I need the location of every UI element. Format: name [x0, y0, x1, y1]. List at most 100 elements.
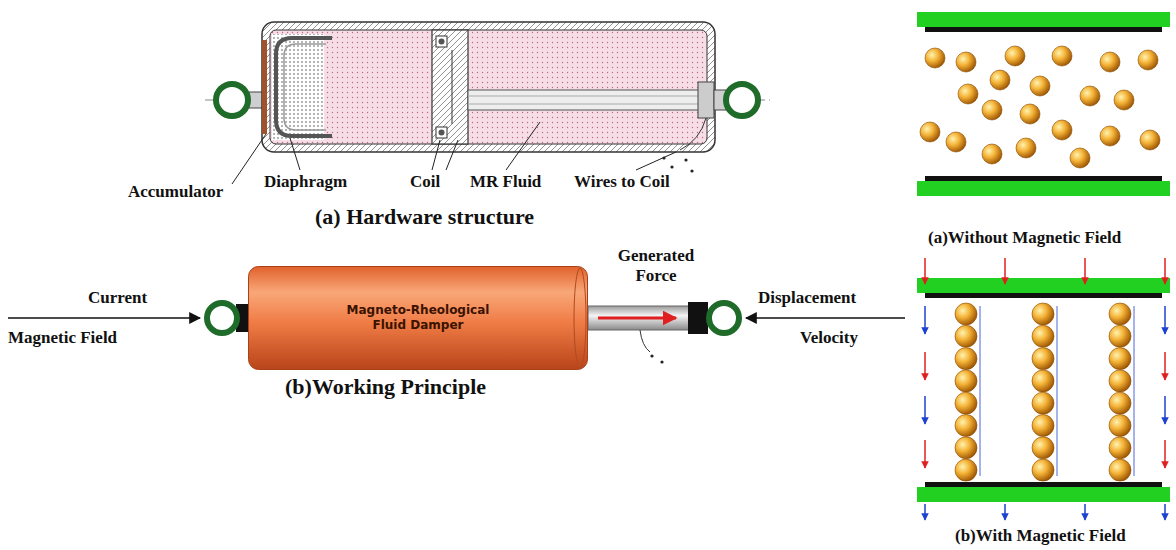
damper-icon [688, 302, 708, 334]
damper-cross-section [726, 84, 758, 116]
damper-cross-section [262, 22, 715, 152]
iron-particle [1109, 415, 1131, 437]
field-arrow [1084, 258, 1086, 284]
field-arrow [924, 306, 926, 334]
damper-cross-section [276, 38, 332, 136]
iron-particle [1032, 303, 1054, 325]
part-label: Generated Force [606, 246, 706, 285]
part-label: Current [88, 288, 147, 308]
iron-particle [1020, 104, 1040, 124]
field-arrow [924, 258, 926, 284]
part-label: Wires to Coil [574, 172, 670, 192]
iron-particle [1032, 459, 1054, 481]
damper-icon [660, 360, 663, 363]
iron-particle [955, 348, 977, 370]
iron-particle [1109, 437, 1131, 459]
iron-particle [1114, 90, 1134, 110]
iron-particle [956, 52, 976, 72]
damper-cross-section [272, 34, 324, 140]
iron-particle [1032, 370, 1054, 392]
field-arrow [924, 396, 926, 424]
iron-particle [1052, 120, 1072, 140]
leader-line [232, 134, 266, 184]
damper-cross-section [432, 30, 468, 144]
field-arrow [980, 306, 981, 476]
field-arrow [1164, 440, 1166, 468]
iron-particle [990, 70, 1010, 90]
iron-particle [1109, 392, 1131, 414]
field-arrow [1164, 352, 1166, 380]
iron-particle [955, 370, 977, 392]
leader-line [432, 140, 440, 170]
field-arrow [1084, 504, 1086, 520]
iron-particle [1140, 130, 1160, 150]
damper-cross-section [680, 118, 706, 150]
part-label: Coil [410, 172, 440, 192]
input-arrow [8, 317, 200, 319]
damper-cross-section [468, 90, 713, 110]
field-arrow [1004, 504, 1006, 520]
damper-cross-section [452, 50, 453, 124]
damper-cross-section [468, 96, 713, 97]
part-label: Velocity [800, 328, 858, 348]
iron-particle [1138, 50, 1158, 70]
iron-particle [1016, 138, 1036, 158]
sub-caption: (a)Without Magnetic Field [928, 228, 1121, 248]
iron-particle [1100, 126, 1120, 146]
part-label: MR Fluid [470, 172, 541, 192]
damper-cross-section [205, 22, 770, 173]
part-label: Accumulator [128, 182, 223, 202]
iron-particle [1109, 303, 1131, 325]
field-arrow [1164, 258, 1166, 284]
damper-body: Magneto-Rheological Fluid Damper [248, 266, 588, 370]
field-arrow [924, 440, 926, 468]
field-arrow [924, 352, 926, 380]
leader-line [636, 152, 676, 170]
iron-particle [1109, 348, 1131, 370]
part-label: Displacement [758, 288, 856, 308]
field-arrow [1134, 306, 1135, 476]
body-text: Magneto-Rheological Fluid Damper [333, 303, 503, 333]
damper-cross-section [670, 165, 673, 168]
field-arrow [1057, 306, 1058, 476]
plate [917, 12, 1170, 502]
iron-particle [1109, 370, 1131, 392]
leader-line [290, 138, 300, 170]
iron-particle [920, 46, 1160, 168]
damper-icon [598, 317, 676, 320]
iron-particle [955, 303, 1131, 481]
damper-icon [588, 306, 690, 330]
iron-particle [1030, 76, 1050, 96]
damper-icon [650, 354, 653, 357]
leader-line [446, 140, 458, 170]
plate [925, 293, 1162, 298]
plate [925, 27, 1162, 32]
field-arrow [925, 258, 1165, 520]
iron-particle [920, 122, 940, 142]
field-arrow [924, 504, 926, 520]
plate [925, 176, 1162, 181]
iron-particle [1109, 459, 1131, 481]
damper-icon [207, 303, 237, 333]
part-label: Diaphragm [264, 172, 347, 192]
iron-particle [955, 437, 977, 459]
iron-particle [955, 303, 977, 325]
iron-particle [955, 392, 977, 414]
sub-caption: (b)With Magnetic Field [955, 526, 1126, 546]
iron-particle [1080, 86, 1100, 106]
damper-cross-section [439, 39, 445, 45]
damper-cross-section [216, 84, 248, 116]
iron-particle [925, 48, 945, 68]
iron-particle [1070, 148, 1090, 168]
iron-particle [955, 325, 977, 347]
field-arrow [1164, 396, 1166, 424]
damper-cross-section [270, 30, 707, 144]
iron-particle [1032, 437, 1054, 459]
damper-cross-section [262, 40, 267, 134]
iron-particle [1032, 415, 1054, 437]
damper-cross-section [436, 127, 447, 138]
iron-particle [1032, 392, 1054, 414]
